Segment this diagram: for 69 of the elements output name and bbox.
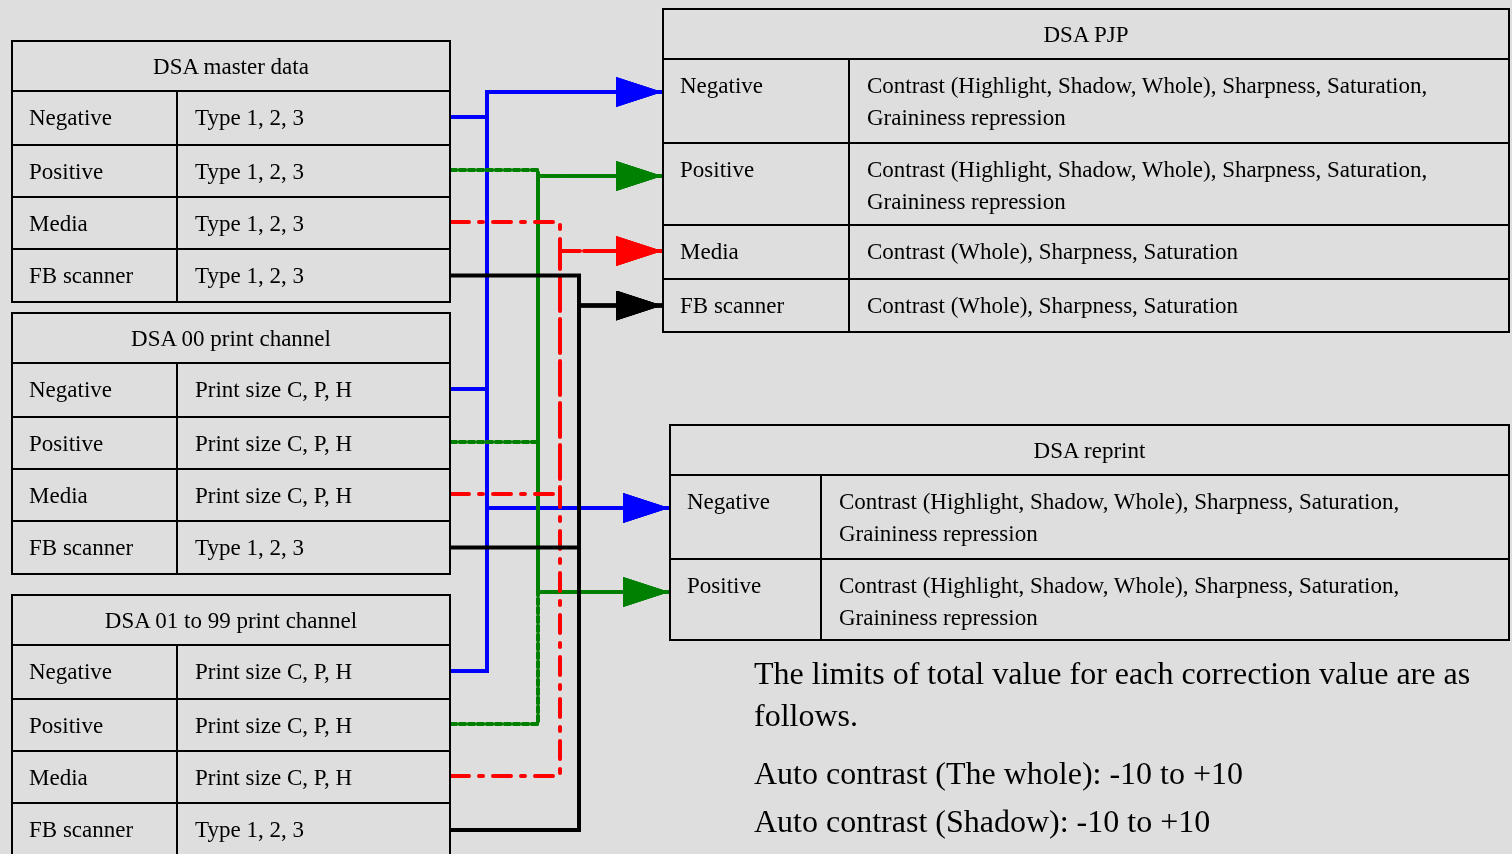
row-value: Print size C, P, H — [176, 364, 451, 416]
table — [11, 312, 451, 575]
row-value: Type 1, 2, 3 — [176, 92, 451, 144]
table — [669, 424, 1510, 641]
table-row — [11, 248, 451, 303]
row-label: Positive — [679, 156, 756, 184]
row-label: FB scanner — [679, 292, 786, 320]
table — [662, 8, 1510, 333]
row-value: Type 1, 2, 3 — [176, 146, 451, 196]
table-row — [11, 144, 451, 196]
row-value: Contrast (Whole), Sharpness, Saturation — [848, 226, 1510, 278]
table-row — [11, 520, 451, 575]
note-text: Auto contrast (The whole): -10 to +10 — [754, 754, 1245, 793]
row-value: Contrast (Highlight, Shadow, Whole), Sharpness, Saturation, Graininess repression — [820, 476, 1510, 558]
row-value: Type 1, 2, 3 — [176, 522, 451, 575]
row-value: Print size C, P, H — [176, 700, 451, 750]
table-row — [11, 416, 451, 468]
note-text: Auto contrast (Shadow): -10 to +10 — [754, 802, 1212, 841]
connector-arrow — [449, 577, 671, 726]
row-value: Type 1, 2, 3 — [176, 250, 451, 303]
table-row — [669, 474, 1510, 558]
note-text: The limits of total value for each correction value are as follows. — [754, 654, 1472, 735]
table-title: DSA PJP — [1042, 21, 1130, 49]
table-title: DSA master data — [152, 53, 310, 81]
table-row — [11, 196, 451, 248]
row-label: Positive — [28, 712, 105, 740]
row-label: Negative — [28, 658, 113, 686]
row-label: Negative — [686, 488, 771, 516]
row-label: FB scanner — [28, 816, 135, 844]
row-label: Negative — [28, 376, 113, 404]
table-row — [662, 224, 1510, 278]
row-value: Contrast (Highlight, Shadow, Whole), Sharpness, Saturation, Graininess repression — [820, 560, 1510, 641]
table-row — [11, 802, 451, 854]
row-value: Contrast (Highlight, Shadow, Whole), Sharpness, Saturation, Graininess repression — [848, 60, 1510, 142]
table-title: DSA 00 print channel — [130, 325, 332, 353]
row-value: Print size C, P, H — [176, 752, 451, 802]
row-value: Contrast (Whole), Sharpness, Saturation — [848, 280, 1510, 333]
table-row — [11, 468, 451, 520]
row-value: Type 1, 2, 3 — [176, 198, 451, 248]
table-row — [11, 750, 451, 802]
row-label: Media — [28, 210, 89, 238]
table — [11, 594, 451, 854]
row-value: Contrast (Highlight, Shadow, Whole), Sharpness, Saturation, Graininess repression — [848, 144, 1510, 224]
row-label: Positive — [28, 430, 105, 458]
table-title: DSA reprint — [1032, 437, 1147, 465]
table — [11, 40, 451, 303]
table-title: DSA 01 to 99 print channel — [103, 607, 359, 635]
table-row — [669, 558, 1510, 641]
row-value: Print size C, P, H — [176, 418, 451, 468]
table-row — [662, 142, 1510, 224]
row-label: Positive — [28, 158, 105, 186]
row-label: Media — [28, 482, 89, 510]
table-row — [11, 698, 451, 750]
table-row — [11, 362, 451, 416]
connector-arrow — [449, 290, 664, 832]
row-value: Print size C, P, H — [176, 646, 451, 698]
row-value: Type 1, 2, 3 — [176, 804, 451, 854]
table-row — [662, 278, 1510, 333]
row-value: Print size C, P, H — [176, 470, 451, 520]
row-label: Media — [28, 764, 89, 792]
table-row — [11, 644, 451, 698]
row-label: FB scanner — [28, 262, 135, 290]
row-label: Positive — [686, 572, 763, 600]
row-label: Negative — [679, 72, 764, 100]
table-row — [11, 90, 451, 144]
table-row — [662, 58, 1510, 142]
row-label: FB scanner — [28, 534, 135, 562]
row-label: Media — [679, 238, 740, 266]
row-label: Negative — [28, 104, 113, 132]
